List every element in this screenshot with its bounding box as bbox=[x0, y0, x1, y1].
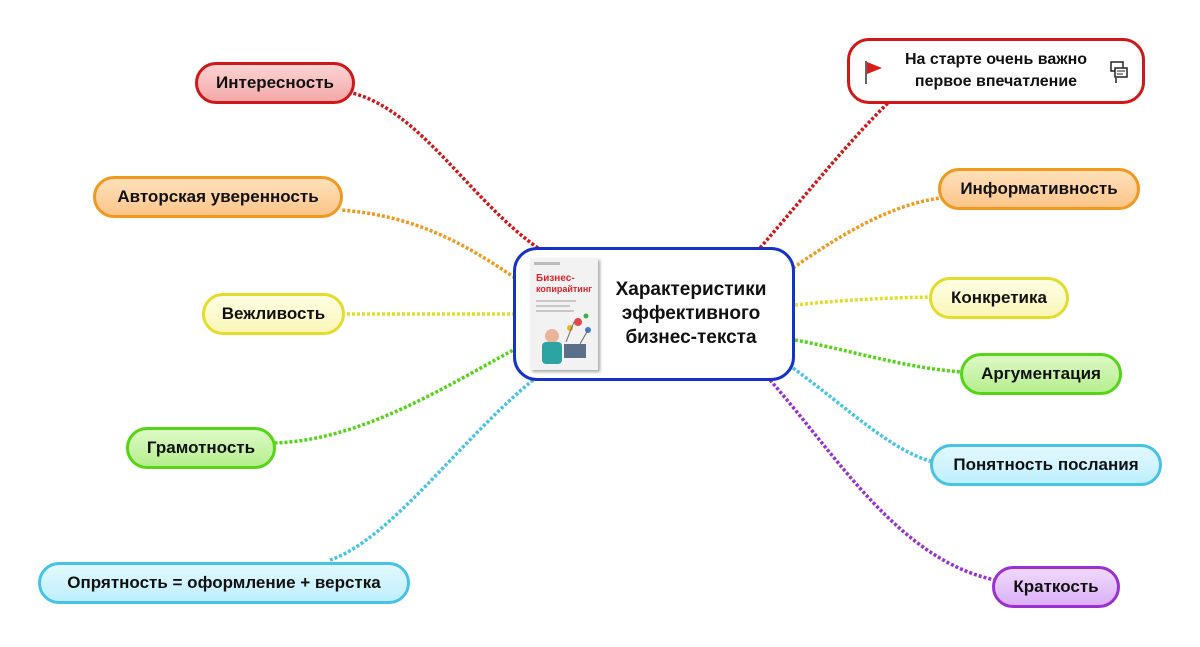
connector-concreteness bbox=[794, 295, 931, 307]
note-icon[interactable] bbox=[1108, 59, 1130, 85]
connector-brevity bbox=[768, 378, 996, 582]
node-author-confidence[interactable]: Авторская уверенность bbox=[93, 176, 343, 218]
node-concreteness[interactable]: Конкретика bbox=[929, 277, 1069, 319]
node-author-confidence-label: Авторская уверенность bbox=[117, 187, 319, 206]
connector-first-impression bbox=[758, 101, 890, 250]
central-title: Характеристики эффективного бизнес-текст… bbox=[598, 278, 792, 350]
node-concreteness-label: Конкретика bbox=[951, 288, 1047, 307]
book-title-line2: копирайтинг bbox=[536, 284, 593, 294]
connector-clarity bbox=[791, 366, 934, 464]
node-neatness[interactable]: Опрятность = оформление + верстка bbox=[38, 562, 410, 604]
node-brevity-label: Краткость bbox=[1013, 577, 1099, 596]
node-brevity[interactable]: Краткость bbox=[992, 566, 1120, 608]
connector-argumentation bbox=[794, 338, 963, 374]
node-clarity[interactable]: Понятность послания bbox=[930, 444, 1162, 486]
flag-icon bbox=[865, 61, 882, 84]
node-politeness-label: Вежливость bbox=[221, 304, 326, 323]
node-literacy[interactable]: Грамотность bbox=[126, 427, 276, 469]
central-topic[interactable]: Бизнес- копирайтинг Характеристики эффек… bbox=[513, 247, 795, 381]
node-informativeness-label: Информативность bbox=[960, 179, 1118, 198]
node-neatness-label: Опрятность = оформление + верстка bbox=[67, 573, 381, 592]
connector-author-confidence bbox=[339, 208, 516, 280]
book-illustration-icon bbox=[530, 258, 598, 370]
node-argumentation-label: Аргументация bbox=[981, 364, 1101, 383]
node-first-impression[interactable]: На старте очень важно первое впечатление bbox=[847, 38, 1145, 104]
node-argumentation[interactable]: Аргументация bbox=[960, 353, 1122, 395]
node-clarity-label: Понятность послания bbox=[953, 455, 1139, 474]
node-first-impression-line2: первое впечатление bbox=[914, 73, 1078, 90]
central-title-line1: Характеристики bbox=[615, 279, 767, 300]
book-cover-image: Бизнес- копирайтинг bbox=[530, 258, 598, 370]
node-politeness[interactable]: Вежливость bbox=[202, 293, 345, 335]
connector-neatness bbox=[329, 378, 535, 562]
connector-interestingness bbox=[351, 91, 540, 250]
node-first-impression-label: На старте очень важно первое впечатление bbox=[905, 49, 1087, 93]
connector-informativeness bbox=[791, 196, 941, 270]
node-literacy-label: Грамотность bbox=[146, 438, 256, 457]
node-interestingness[interactable]: Интересность bbox=[195, 62, 355, 104]
central-title-line2: эффективного bbox=[621, 303, 761, 324]
connector-literacy bbox=[274, 346, 518, 445]
book-title-line1: Бизнес- bbox=[536, 273, 575, 284]
node-interestingness-label: Интересность bbox=[216, 73, 334, 92]
node-informativeness[interactable]: Информативность bbox=[938, 168, 1140, 210]
central-title-line3: бизнес-текста bbox=[625, 327, 757, 348]
node-first-impression-line1: На старте очень важно bbox=[904, 51, 1088, 68]
